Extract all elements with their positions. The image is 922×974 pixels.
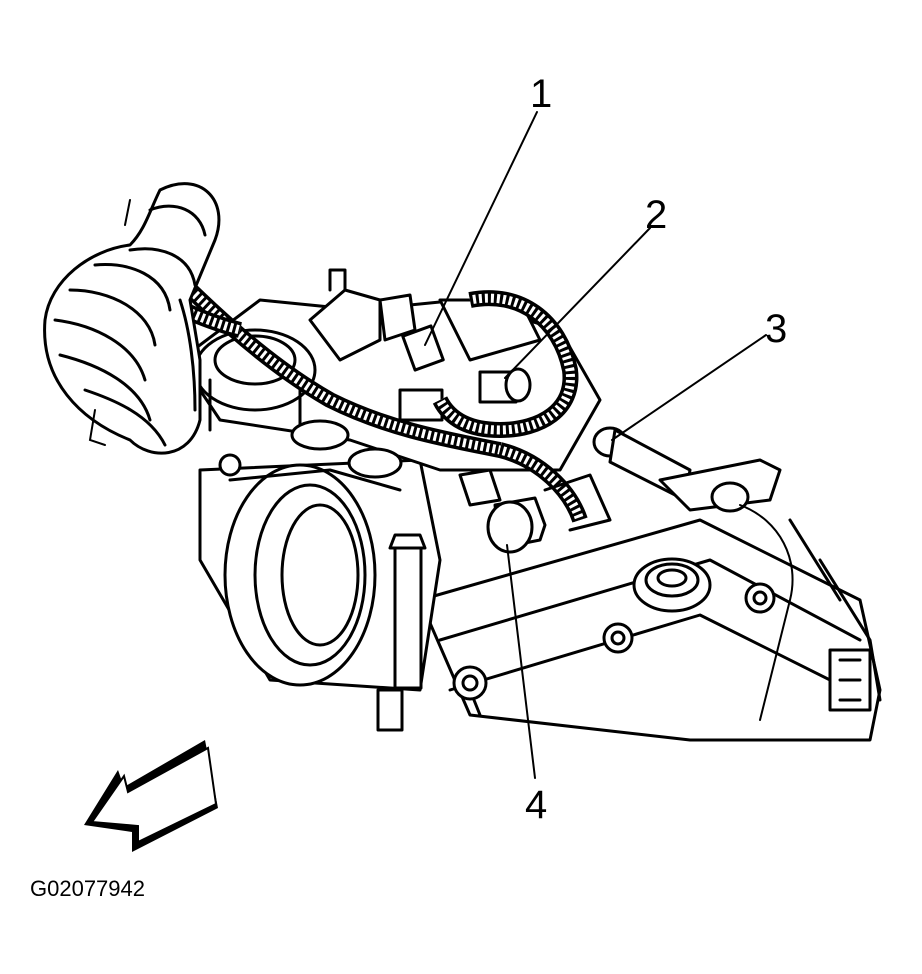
figure-id: G02077942 — [30, 876, 145, 901]
callout-1-label: 1 — [530, 72, 552, 116]
callout-leaders — [424, 111, 767, 779]
engine-block — [418, 518, 882, 742]
wiring-harness — [125, 244, 588, 523]
callout-3-label: 3 — [765, 307, 787, 351]
component-4-sensor — [458, 468, 612, 554]
callout-2-label: 2 — [645, 193, 667, 237]
front-direction-arrow-icon — [84, 740, 218, 852]
component-2-connector — [478, 367, 532, 404]
component-1-connector — [401, 324, 445, 372]
intake-plenum — [178, 268, 602, 479]
callout-4-label: 4 — [525, 783, 547, 827]
air-intake-duct — [43, 182, 221, 455]
throttle-body — [198, 453, 442, 732]
